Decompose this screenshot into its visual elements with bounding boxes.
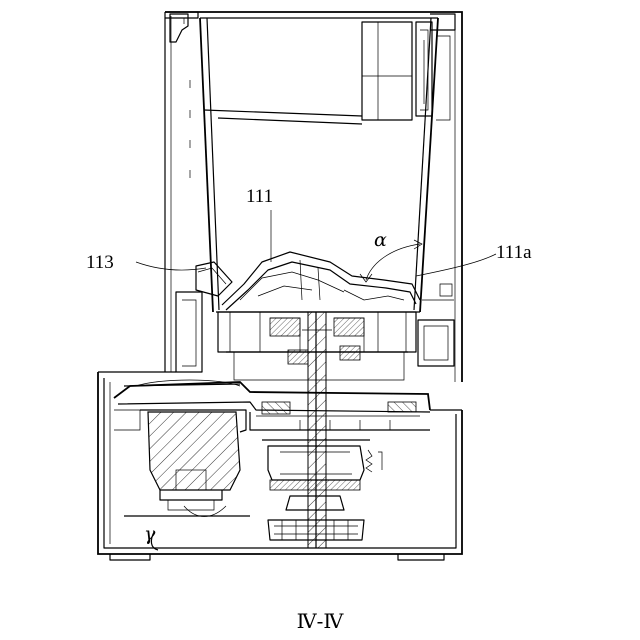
leader-lines bbox=[136, 210, 496, 282]
label-113: 113 bbox=[86, 252, 114, 273]
blade-111 bbox=[216, 252, 420, 312]
part-113 bbox=[196, 262, 232, 296]
label-gamma: γ bbox=[144, 523, 156, 545]
label-111a: 111a bbox=[496, 242, 532, 263]
motor-block bbox=[140, 410, 246, 510]
left-wall-parts bbox=[176, 292, 202, 372]
section-caption: Ⅳ-Ⅳ bbox=[297, 609, 345, 633]
label-111: 111 bbox=[246, 186, 273, 207]
label-alpha: α bbox=[374, 229, 387, 251]
